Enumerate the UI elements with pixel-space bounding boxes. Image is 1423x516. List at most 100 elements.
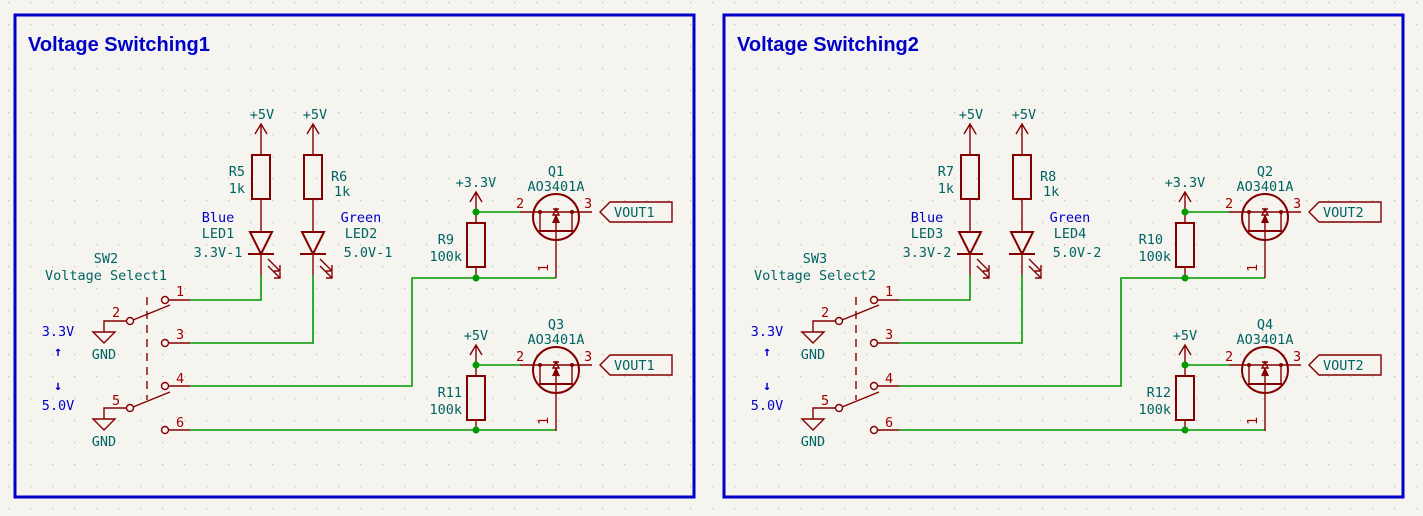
led-b[interactable]: Green LED4 5.0V-2	[1009, 210, 1102, 279]
net-label: VOUT2	[1323, 205, 1364, 221]
grid-dot	[888, 398, 890, 400]
led-a[interactable]: Blue LED1 3.3V-1	[194, 210, 281, 279]
resistor-d[interactable]: R11 100k	[429, 375, 486, 430]
grid-dot	[1416, 310, 1418, 312]
grid-dot	[426, 200, 428, 202]
grid-dot	[206, 46, 208, 48]
grid-dot	[690, 398, 692, 400]
grid-dot	[74, 244, 76, 246]
grid-dot	[536, 222, 538, 224]
mosfet-a[interactable]: Q1 AO3401A 2 3 1 VOUT1	[516, 164, 673, 278]
grid-dot	[96, 266, 98, 268]
grid-dot	[1394, 46, 1396, 48]
grid-dot	[1042, 200, 1044, 202]
resistor-body-icon	[466, 222, 486, 268]
grid-dot	[624, 244, 626, 246]
grid-dot	[1086, 332, 1088, 334]
grid-dot	[844, 112, 846, 114]
grid-dot	[30, 178, 32, 180]
grid-dot	[800, 332, 802, 334]
grid-dot	[778, 464, 780, 466]
grid-dot	[1130, 2, 1132, 4]
grid-dot	[1020, 376, 1022, 378]
grid-dot	[1064, 68, 1066, 70]
grid-dot	[954, 200, 956, 202]
grid-dot	[558, 332, 560, 334]
switch[interactable]: SW2 Voltage Select1 1 2 3 4 5 6 GND GND	[45, 251, 190, 450]
grid-dot	[844, 178, 846, 180]
grid-dot	[932, 2, 934, 4]
grid-dot	[1328, 178, 1330, 180]
resistor-a[interactable]: R5 1k	[229, 154, 271, 232]
grid-dot	[558, 310, 560, 312]
grid-dot	[712, 134, 714, 136]
grid-dot	[976, 200, 978, 202]
grid-dot	[404, 222, 406, 224]
grid-dot	[1174, 398, 1176, 400]
grid-dot	[1086, 112, 1088, 114]
grid-dot	[1416, 112, 1418, 114]
grid-dot	[1416, 24, 1418, 26]
grid-dot	[74, 24, 76, 26]
grid-dot	[8, 398, 10, 400]
mosfet-b[interactable]: Q4 AO3401A 2 3 1 VOUT2	[1225, 317, 1382, 431]
grid-dot	[932, 464, 934, 466]
grid-dot	[1108, 2, 1110, 4]
resistor-a[interactable]: R7 1k	[938, 154, 980, 232]
grid-dot	[470, 442, 472, 444]
resistor-b[interactable]: R6 1k	[303, 154, 350, 232]
mosfet-b[interactable]: Q3 AO3401A 2 3 1 VOUT1	[516, 317, 673, 431]
grid-dot	[1350, 442, 1352, 444]
grid-dot	[382, 222, 384, 224]
grid-dot	[1174, 156, 1176, 158]
grid-dot	[866, 288, 868, 290]
grid-dot	[1152, 464, 1154, 466]
grid-dot	[1262, 90, 1264, 92]
svg-text:100k: 100k	[429, 402, 462, 418]
grid-dot	[162, 244, 164, 246]
grid-dot	[228, 310, 230, 312]
grid-dot	[580, 464, 582, 466]
grid-dot	[932, 178, 934, 180]
grid-dot	[558, 442, 560, 444]
grid-dot	[1328, 310, 1330, 312]
grid-dot	[910, 2, 912, 4]
svg-text:5.0V-1: 5.0V-1	[344, 245, 393, 261]
grid-dot	[1306, 288, 1308, 290]
grid-dot	[822, 156, 824, 158]
svg-text:5.0V-2: 5.0V-2	[1053, 245, 1102, 261]
grid-dot	[624, 464, 626, 466]
grid-dot	[800, 200, 802, 202]
grid-dot	[1064, 156, 1066, 158]
wire	[899, 275, 1023, 344]
switch[interactable]: SW3 Voltage Select2 1 2 3 4 5 6 GND GND	[754, 251, 899, 450]
grid-dot	[294, 156, 296, 158]
led-b[interactable]: Green LED2 5.0V-1	[300, 210, 393, 279]
grid-dot	[448, 442, 450, 444]
grid-dot	[932, 156, 934, 158]
grid-dot	[646, 200, 648, 202]
grid-dot	[96, 200, 98, 202]
resistor-c[interactable]: R9 100k	[429, 222, 486, 278]
resistor-b[interactable]: R8 1k	[1012, 154, 1059, 232]
grid-dot	[844, 200, 846, 202]
grid-dot	[1196, 486, 1198, 488]
grid-dot	[712, 376, 714, 378]
grid-dot	[426, 486, 428, 488]
resistor-body-icon	[466, 375, 486, 421]
grid-dot	[822, 2, 824, 4]
grid-dot	[1372, 332, 1374, 334]
grid-dot	[338, 46, 340, 48]
resistor-c[interactable]: R10 100k	[1138, 222, 1195, 278]
note-5v0: 5.0V	[751, 398, 784, 414]
grid-dot	[96, 288, 98, 290]
grid-dot	[602, 46, 604, 48]
resistor-d[interactable]: R12 100k	[1138, 375, 1195, 430]
mosfet-a[interactable]: Q2 AO3401A 2 3 1 VOUT2	[1225, 164, 1382, 278]
grid-dot	[1196, 354, 1198, 356]
grid-dot	[96, 376, 98, 378]
led-a[interactable]: Blue LED3 3.3V-2	[903, 210, 990, 279]
grid-dot	[250, 156, 252, 158]
grid-dot	[778, 178, 780, 180]
grid-dot	[514, 156, 516, 158]
